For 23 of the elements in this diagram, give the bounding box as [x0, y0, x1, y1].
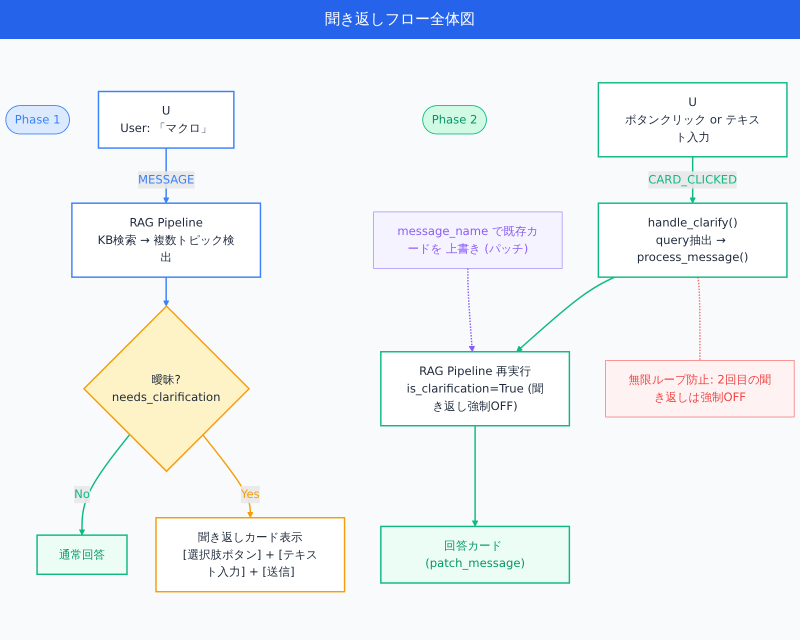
node-box: handle_clarify() query抽出 → process_message(): [598, 202, 788, 278]
node-box: 通常回答: [36, 534, 128, 575]
arrow: [202, 434, 254, 518]
node-box: 回答カード (patch_message): [380, 525, 570, 584]
arrow: [472, 425, 478, 526]
edge-label: Yes: [240, 487, 260, 501]
arrow: [467, 268, 476, 352]
edge-label: No: [74, 487, 90, 501]
node-box: message_name で既存カードを 上書き (パッチ): [373, 211, 562, 269]
arrow: [516, 276, 615, 352]
node-box: U User: 「マクロ」: [98, 90, 235, 149]
node-box: 聞き返しカード表示 [選択肢ボタン] + [テキスト入力] + [送信]: [155, 516, 346, 592]
arrow: [78, 434, 130, 536]
arrow: [162, 276, 170, 306]
edge-label: CARD_CLICKED: [648, 172, 738, 186]
node-box: RAG Pipeline 再実行 is_clarification=True (聞き返し強制OFF): [380, 350, 570, 426]
node-box: U ボタンクリック or テキスト入力: [598, 82, 788, 158]
edge-label: MESSAGE: [138, 172, 194, 186]
node-diamond: 曖昧? needs_clarification: [82, 304, 250, 472]
title-banner: 聞き返しフロー全体図: [0, 0, 800, 39]
node-box: 無限ループ防止: 2回目の聞き返しは強制OFF: [605, 360, 795, 418]
node-box: RAG Pipeline KB検索 → 複数トピック検出: [71, 202, 262, 278]
connector: [697, 276, 701, 360]
